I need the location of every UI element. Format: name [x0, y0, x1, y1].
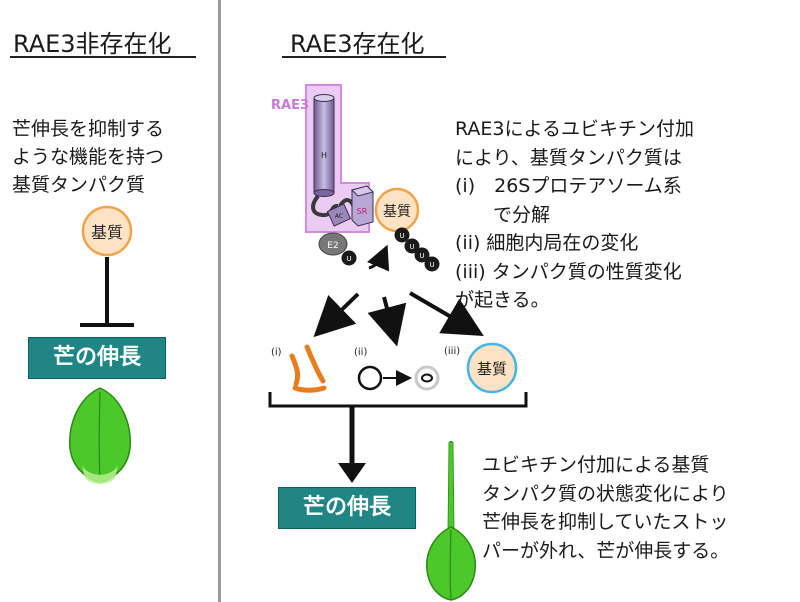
localization-change-icon	[357, 365, 440, 391]
h-domain-label: H	[321, 151, 327, 160]
ac-domain-label: AC	[335, 213, 343, 220]
left-result-banner: 芒の伸長	[28, 337, 166, 379]
h-domain-icon: H	[313, 94, 335, 197]
svg-text:U: U	[409, 243, 414, 251]
right-conclusion: ユビキチン付加による基質 タンパク質の状態変化により 芒伸長を抑制していたストッ…	[482, 451, 729, 565]
inhibition-icon	[80, 257, 134, 327]
left-heading-underline	[10, 56, 196, 58]
conclusion-line: パーが外れ、芒が伸長する。	[482, 539, 730, 562]
right-explanation: RAE3によるユビキチン付加 により、基質タンパク質は (i) 26Sプロテアソ…	[455, 115, 694, 315]
svg-text:U: U	[399, 232, 404, 240]
polyubiquitin-chain-icon: U U U U	[394, 227, 440, 272]
modified-substrate-icon: 基質	[466, 342, 518, 394]
rae3-protein: RAE3 H AC SR	[271, 84, 374, 233]
ubiquitin-transfer-arrow	[367, 244, 390, 272]
outcome-marker-ii: (ii)	[354, 347, 367, 358]
rae3-label: RAE3	[271, 98, 309, 113]
right-heading-underline	[282, 56, 446, 58]
conclusion-line: 芒伸長を抑制していたストッ	[482, 511, 729, 533]
outcome-marker-i: (i)	[271, 347, 282, 358]
branch-arrows	[313, 291, 484, 347]
ubiquitin-label: U	[346, 255, 351, 263]
bound-substrate-label: 基質	[383, 203, 411, 220]
explanation-line: (ii) 細胞内局在の変化	[455, 232, 639, 254]
explanation-line: (iii) タンパク質の性質変化	[455, 260, 682, 283]
merge-bracket	[268, 392, 528, 483]
explanation-line: RAE3によるユビキチン付加	[455, 118, 694, 140]
sr-domain-label: SR	[357, 207, 368, 216]
left-substrate-label: 基質	[91, 223, 123, 242]
conclusion-line: ユビキチン付加による基質	[482, 454, 710, 476]
left-description-line: 芒伸長を抑制する	[12, 118, 165, 140]
e2-ubiquitin-icon: U	[341, 250, 357, 266]
bound-substrate-icon: 基質	[374, 187, 420, 233]
svg-text:U: U	[429, 261, 434, 269]
left-description-line: 基質タンパク質	[12, 174, 146, 196]
left-description-line: ような機能を持つ	[12, 146, 165, 168]
conclusion-line: タンパク質の状態変化により	[482, 482, 729, 505]
left-heading: RAE3非存在化	[13, 30, 172, 58]
modified-substrate-label: 基質	[477, 360, 507, 378]
outcome-marker-iii: (iii)	[444, 346, 460, 357]
sr-domain-icon: SR	[351, 185, 374, 227]
left-substrate-icon: 基質	[81, 205, 133, 257]
explanation-line: (i) 26Sプロテアソーム系	[455, 175, 682, 197]
e2-label: E2	[327, 241, 338, 251]
degraded-substrate-icon	[289, 344, 327, 393]
explanation-line: で分解	[455, 203, 551, 226]
svg-text:U: U	[419, 252, 424, 260]
explanation-line: により、基質タンパク質は	[455, 146, 682, 169]
left-description: 芒伸長を抑制する ような機能を持つ 基質タンパク質	[12, 115, 164, 199]
awnless-grain-icon	[69, 387, 131, 484]
awned-grain-icon	[426, 441, 476, 601]
e2-icon: E2	[318, 232, 348, 256]
ac-domain-icon: AC	[326, 203, 352, 227]
right-heading: RAE3存在化	[290, 30, 425, 58]
panel-divider	[218, 0, 221, 602]
left-diagram: 基質	[69, 205, 134, 484]
right-result-banner: 芒の伸長	[278, 487, 416, 529]
